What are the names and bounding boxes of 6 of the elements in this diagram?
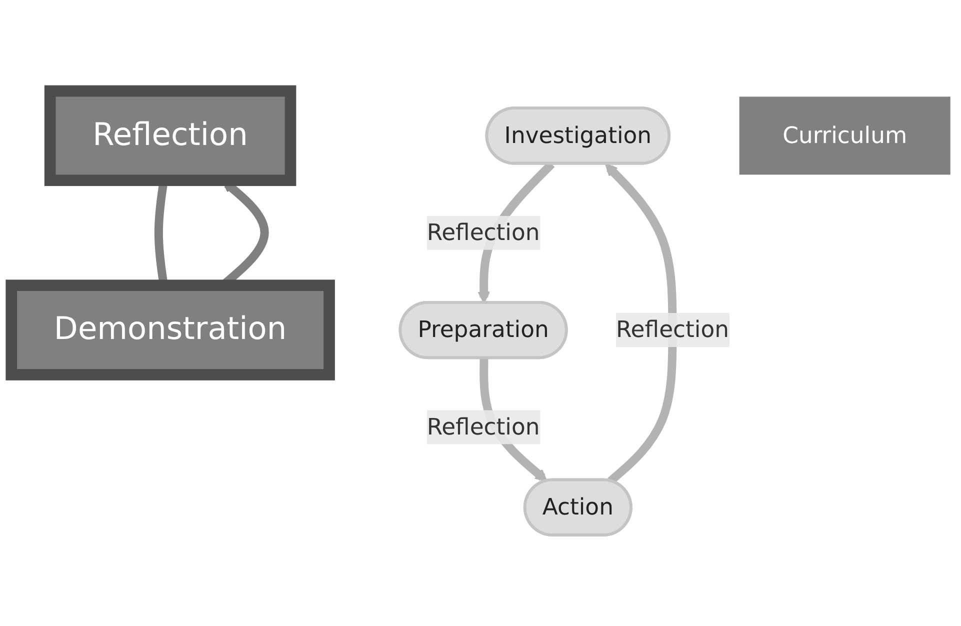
node-box: Demonstration bbox=[6, 280, 335, 380]
edge-label: Reflection bbox=[616, 316, 729, 343]
edge-label: Reflection bbox=[426, 413, 540, 440]
edge-label: Reflection bbox=[426, 218, 540, 246]
node-box: Reflection bbox=[44, 85, 296, 186]
node-box: Curriculum bbox=[739, 96, 950, 175]
